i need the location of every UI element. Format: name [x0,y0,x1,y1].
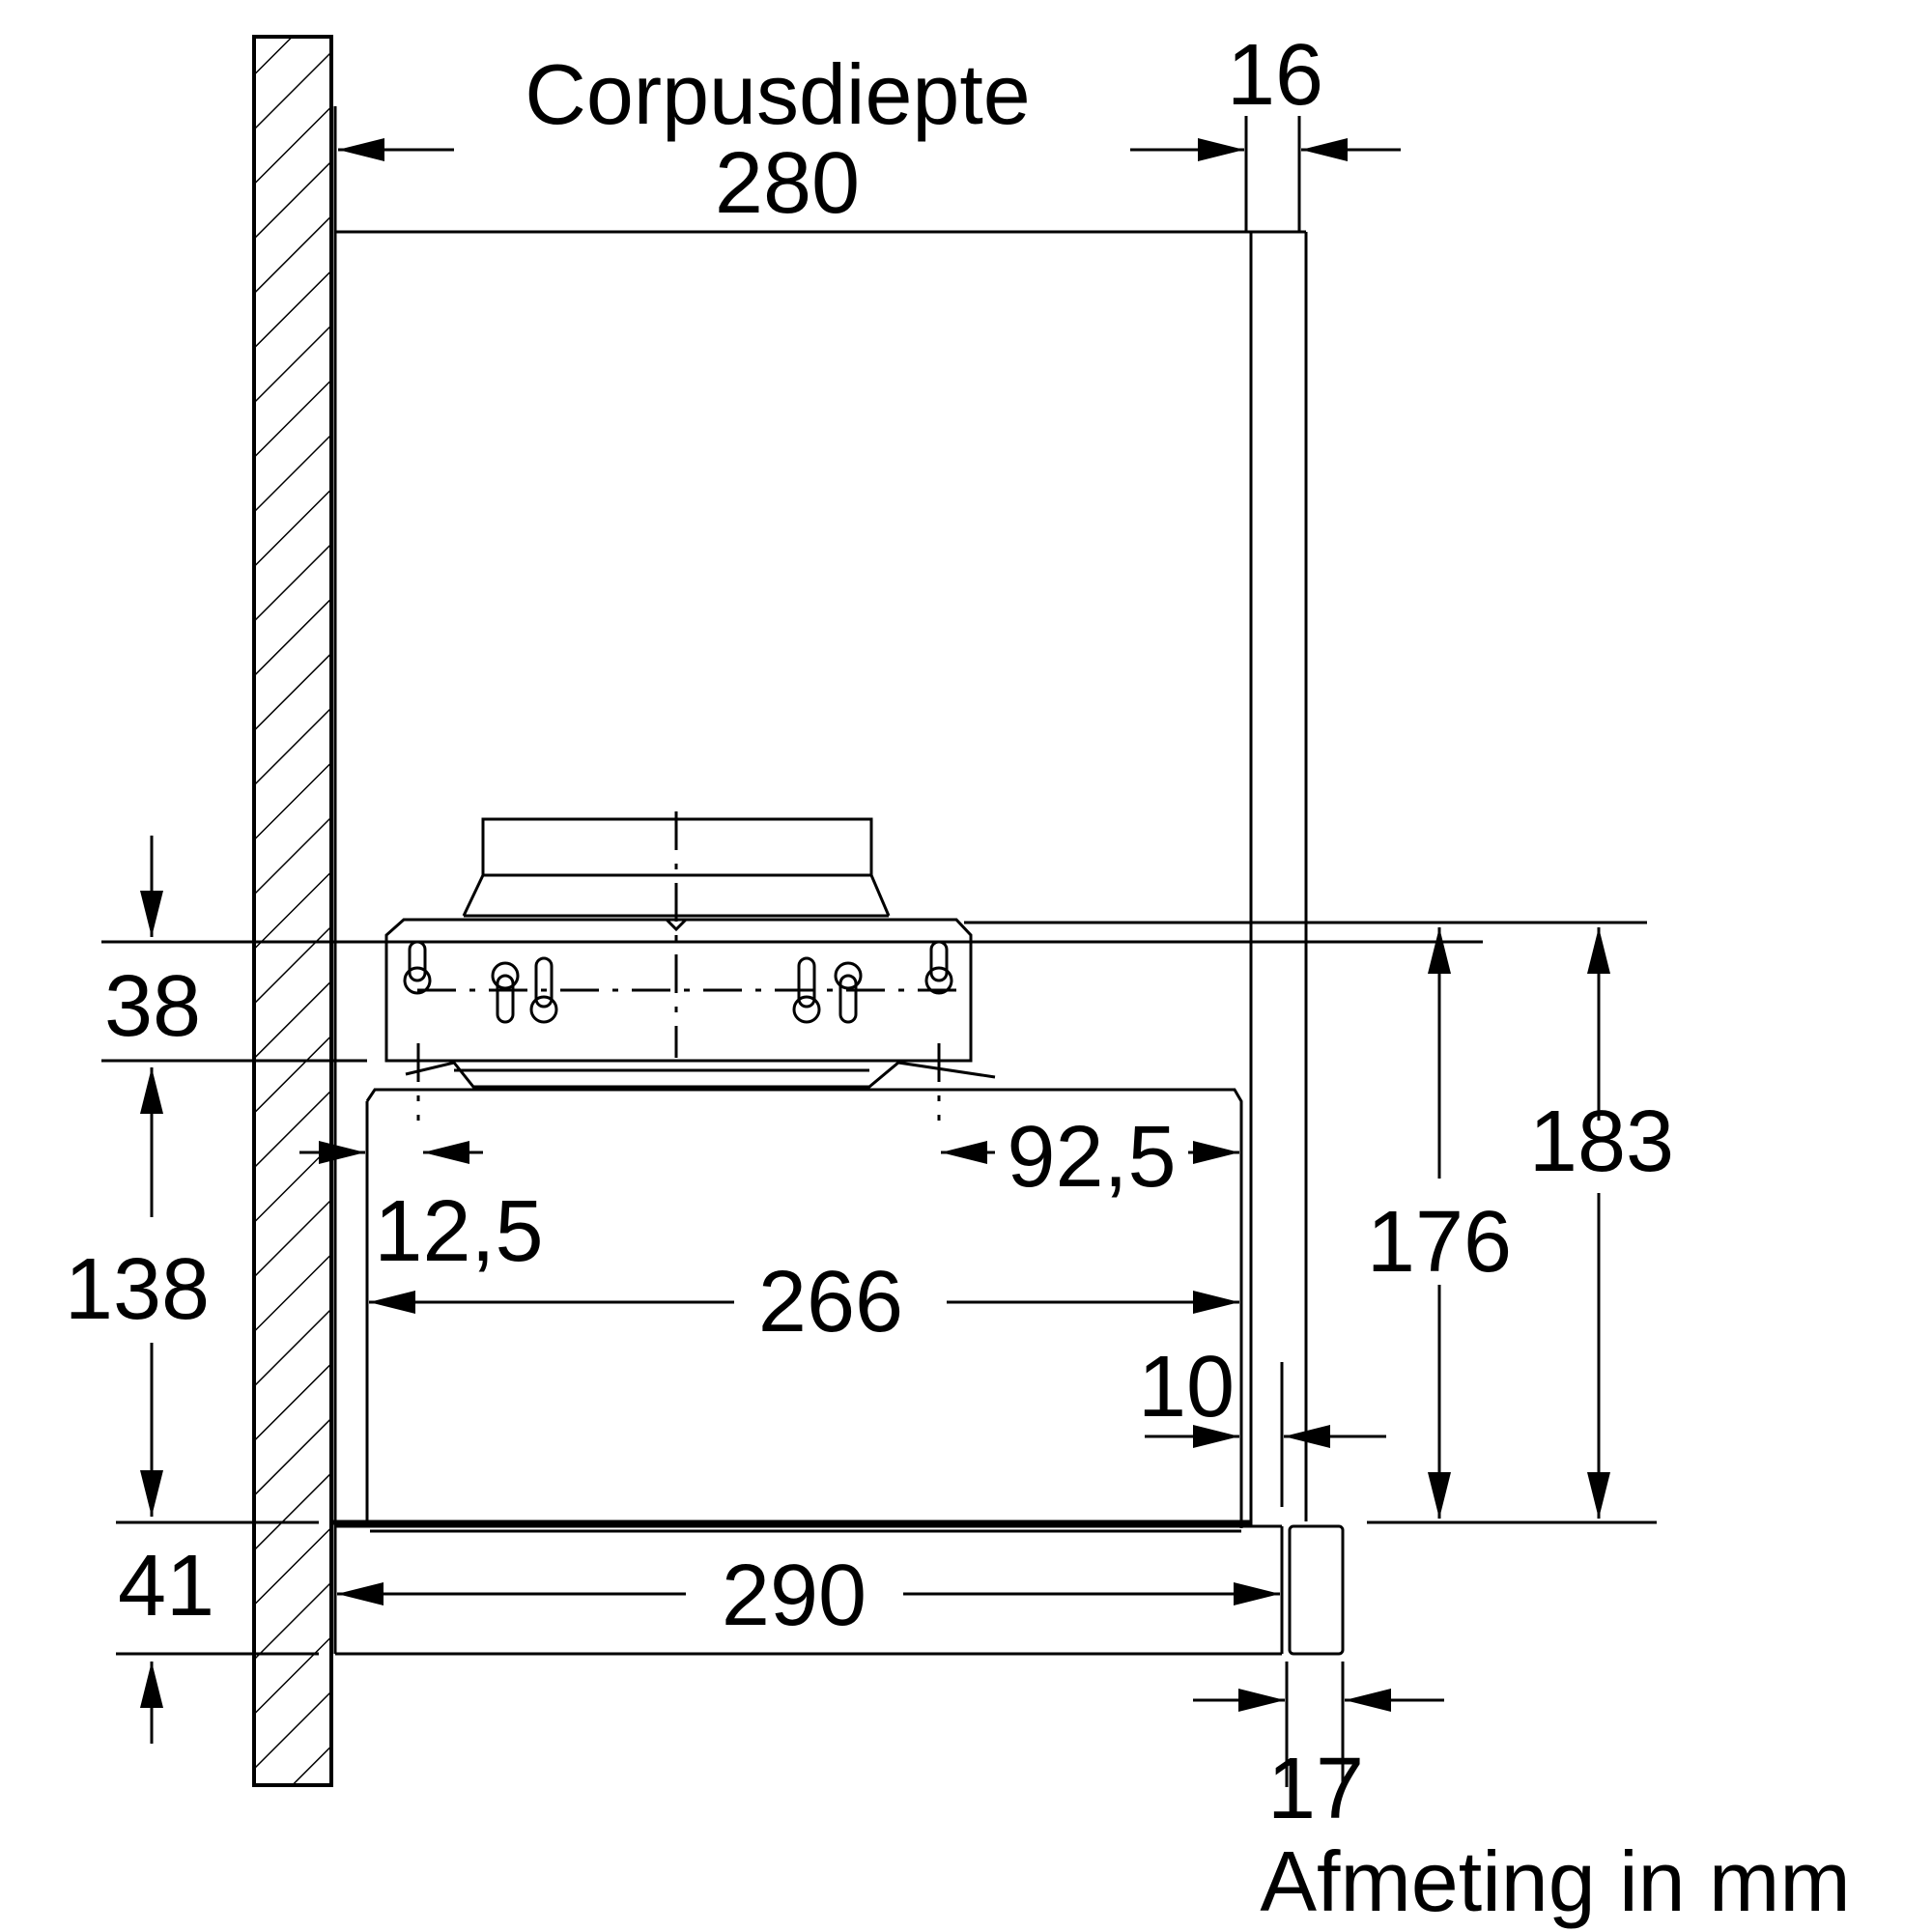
corpus-title: Corpusdiepte [525,46,1030,142]
dim-10: 10 [1138,1339,1235,1435]
dim-138: 138 [65,1241,210,1338]
dim-17: 17 [1267,1741,1364,1837]
dim-92-5: 92,5 [1007,1109,1176,1206]
extension-lines [101,116,1657,1787]
wall [252,35,333,1787]
extractor-panel [335,1524,1345,1656]
hood-body [333,1088,1251,1533]
dim-16: 16 [1227,27,1323,124]
dim-41: 41 [118,1538,214,1634]
dim-266: 266 [758,1254,903,1350]
cabinet-outline [333,106,1308,1654]
unit-note: Afmeting in mm [1260,1833,1850,1929]
dimension-arrows [140,138,1610,1744]
corpus-value: 280 [715,135,860,232]
dim-176: 176 [1367,1194,1512,1291]
dim-290: 290 [722,1548,867,1644]
dim-12-5: 12,5 [374,1183,543,1280]
dimension-labels: Corpusdiepte 280 16 38 138 41 12,5 92,5 … [65,27,1851,1929]
dim-183: 183 [1529,1094,1674,1190]
dim-38: 38 [104,958,201,1055]
motor-housing [384,811,996,1121]
keyhole-fixings [403,940,953,1024]
